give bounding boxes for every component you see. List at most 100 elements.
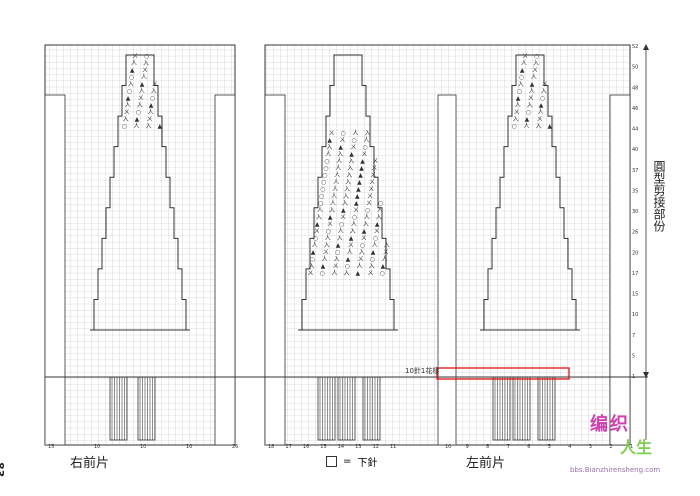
stitch-symbol: ㄨ xyxy=(348,242,354,249)
stitch-symbol: ○ xyxy=(324,158,329,165)
row-number: 10 xyxy=(632,312,638,318)
stitch-symbol: ○ xyxy=(378,200,383,207)
stitch-symbol: 人 xyxy=(377,207,383,214)
bottom-number: 2 xyxy=(609,444,612,450)
stitch-symbol: 人 xyxy=(332,270,338,277)
stitch-symbol: ▲ xyxy=(336,242,341,249)
stitch-symbol: ○ xyxy=(512,123,517,130)
stitch-symbol: ㄨ xyxy=(339,137,345,144)
stitch-symbol: ▲ xyxy=(357,179,362,186)
stitch-symbol: ○ xyxy=(380,270,385,277)
stitch-symbol: ㄨ xyxy=(514,109,520,116)
stitch-symbol: ○ xyxy=(341,130,346,137)
stitch-symbol: ○ xyxy=(365,207,370,214)
stitch-symbol: ▲ xyxy=(338,144,343,151)
stitch-symbol: ▲ xyxy=(327,137,332,144)
row-number: 48 xyxy=(632,85,638,91)
side-section-label: 圓型剪接部份 xyxy=(652,160,666,232)
stitch-symbol: ▲ xyxy=(149,102,154,109)
stitch-symbol: 入 xyxy=(342,200,348,207)
stitch-symbol: ○ xyxy=(127,88,132,95)
legend-equals: = xyxy=(343,456,352,467)
stitch-symbol: 人 xyxy=(331,193,337,200)
bottom-number: 7 xyxy=(507,444,510,450)
pattern-repeat-highlight xyxy=(436,367,570,380)
stitch-symbol: ▲ xyxy=(311,249,316,256)
pattern-triangle-1 xyxy=(90,54,190,331)
stitch-symbol: 人 xyxy=(333,179,339,186)
bottom-number: 15 xyxy=(48,444,54,450)
stitch-symbol: ㄨ xyxy=(371,165,377,172)
stitch-symbol: 入 xyxy=(346,172,352,179)
stitch-symbol: ㄨ xyxy=(528,95,534,102)
stitch-symbol: ▲ xyxy=(539,102,544,109)
stitch-symbol: ㄨ xyxy=(329,130,335,137)
stitch-symbol: 人 xyxy=(148,109,154,116)
legend-label: 下針 xyxy=(357,458,378,469)
stitch-symbol: ㄨ xyxy=(372,158,378,165)
stitch-symbol: 入 xyxy=(316,214,322,221)
stitch-symbol: 人 xyxy=(364,214,370,221)
stitch-symbol: 入 xyxy=(326,144,332,151)
bottom-number: 17 xyxy=(285,444,291,450)
stitch-symbol: ㄨ xyxy=(367,193,373,200)
stitch-symbol: ㄨ xyxy=(152,81,158,88)
stitch-symbol: ○ xyxy=(370,256,375,263)
stitch-symbol: ▲ xyxy=(362,228,367,235)
stitch-symbol: ㄨ xyxy=(333,263,339,270)
stitch-symbol: ○ xyxy=(144,53,149,60)
stitch-symbol: ㄨ xyxy=(532,67,538,74)
stitch-symbol: 入 xyxy=(146,123,152,130)
stitch-symbol: 人 xyxy=(141,74,147,81)
bottom-number: 3 xyxy=(589,444,592,450)
stitch-symbol: 人 xyxy=(538,109,544,116)
stitch-symbol: ㄨ xyxy=(353,207,359,214)
stitch-symbol: ㄨ xyxy=(327,221,333,228)
stitch-symbol: ▲ xyxy=(126,95,131,102)
bottom-number: 12 xyxy=(373,444,379,450)
stitch-symbol: ○ xyxy=(519,74,524,81)
stitch-symbol: 人 xyxy=(347,249,353,256)
stitch-symbol: ㄨ xyxy=(142,67,148,74)
legend-square-icon xyxy=(326,456,337,467)
row-number: 35 xyxy=(632,188,638,194)
stitch-symbol: ㄨ xyxy=(369,179,375,186)
stitch-symbol: ○ xyxy=(129,74,134,81)
stitch-symbol: ○ xyxy=(150,95,155,102)
stitch-symbol: 人 xyxy=(524,123,530,130)
stitch-symbol: ○ xyxy=(373,235,378,242)
bottom-number: 15 xyxy=(320,444,326,450)
stitch-symbol: 人 xyxy=(325,151,331,158)
stitch-symbol: ▲ xyxy=(140,81,145,88)
bottom-number: 13 xyxy=(355,444,361,450)
stitch-symbol: 人 xyxy=(139,88,145,95)
row-number: 40 xyxy=(632,147,638,153)
stitch-symbol: 人 xyxy=(529,88,535,95)
pattern-triangle-2 xyxy=(298,54,398,331)
stitch-symbol: 入 xyxy=(518,81,524,88)
row-number: 46 xyxy=(632,106,638,112)
repeat-marker-label: 10針1花樣 xyxy=(405,367,440,375)
bottom-number: 5 xyxy=(548,444,551,450)
row-number: 44 xyxy=(632,127,638,133)
stitch-symbol: 人 xyxy=(317,207,323,214)
stitch-symbol: ▲ xyxy=(321,263,326,270)
row-number: 1 xyxy=(632,374,635,380)
stitch-symbol: ▲ xyxy=(530,81,535,88)
stitch-symbol: 入 xyxy=(536,123,542,130)
stitch-symbol: ㄨ xyxy=(358,256,364,263)
stitch-symbol: 人 xyxy=(134,123,140,130)
stitch-symbol: 人 xyxy=(521,60,527,67)
stitch-symbol: 入 xyxy=(309,263,315,270)
stitch-symbol: 人 xyxy=(131,60,137,67)
page-number: 83 xyxy=(0,462,6,478)
stitch-symbol: 入 xyxy=(350,228,356,235)
stitch-symbol: ○ xyxy=(321,179,326,186)
bottom-number: 10 xyxy=(186,444,192,450)
stitch-symbol: ▲ xyxy=(158,123,163,130)
stitch-symbol: ○ xyxy=(352,214,357,221)
stitch-symbol: ○ xyxy=(320,186,325,193)
stitch-symbol: ○ xyxy=(326,228,331,235)
stitch-symbol: 入 xyxy=(137,102,143,109)
